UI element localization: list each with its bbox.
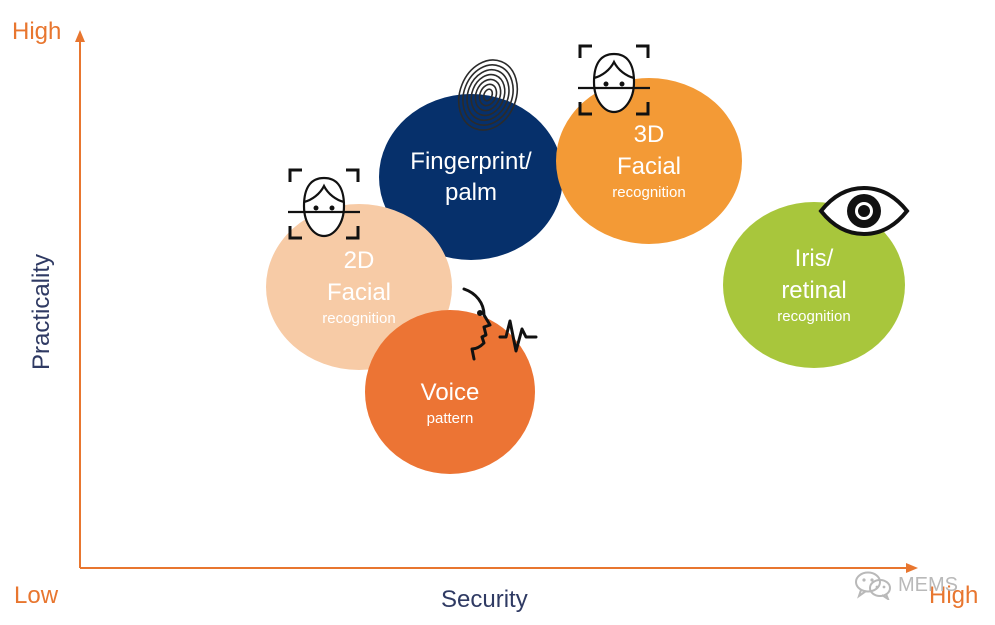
face-scan-icon: [288, 168, 360, 240]
bubble-voice-subtitle: pattern: [426, 410, 474, 428]
y-axis-high-label: High: [12, 18, 62, 45]
x-axis-arrow: [906, 563, 918, 573]
speaking-head-icon: [462, 287, 538, 361]
bubble-facial-2d: 2D Facial recognition: [266, 204, 452, 370]
bubble-facial-3d-subtitle: recognition: [612, 183, 686, 201]
bubble-facial-3d-title-2: Facial: [616, 152, 682, 180]
bubble-fingerprint: Fingerprint/ palm: [379, 94, 563, 260]
fingerprint-icon: [457, 59, 519, 131]
bubble-iris-title-2: retinal: [781, 276, 847, 304]
y-axis-title: Practicality: [28, 253, 55, 371]
bubble-fingerprint-title: Fingerprint/: [410, 147, 532, 175]
bubble-facial-3d: 3D Facial recognition: [556, 78, 742, 244]
x-axis-high-label: High: [929, 582, 979, 609]
face-scan-icon: [578, 44, 650, 116]
y-axis-arrow: [75, 30, 85, 42]
bubble-facial-3d-title: 3D: [633, 121, 665, 149]
watermark: MEMS: [854, 570, 958, 600]
bubble-facial-2d-title-2: Facial: [326, 278, 392, 306]
watermark-text: MEMS: [898, 573, 958, 596]
bubble-fingerprint-title-2: palm: [444, 179, 498, 206]
x-axis-title: Security: [441, 586, 528, 613]
bubble-facial-2d-subtitle: recognition: [322, 309, 396, 327]
wechat-icon: [855, 571, 891, 600]
bubble-voice-title: Voice: [420, 378, 480, 406]
bubble-iris-subtitle: recognition: [777, 307, 851, 325]
eye-icon: [818, 186, 910, 236]
bubble-iris-title: Iris/: [794, 245, 834, 273]
x-axis-low-label: Low: [14, 582, 59, 609]
bubble-facial-2d-title: 2D: [343, 247, 375, 275]
